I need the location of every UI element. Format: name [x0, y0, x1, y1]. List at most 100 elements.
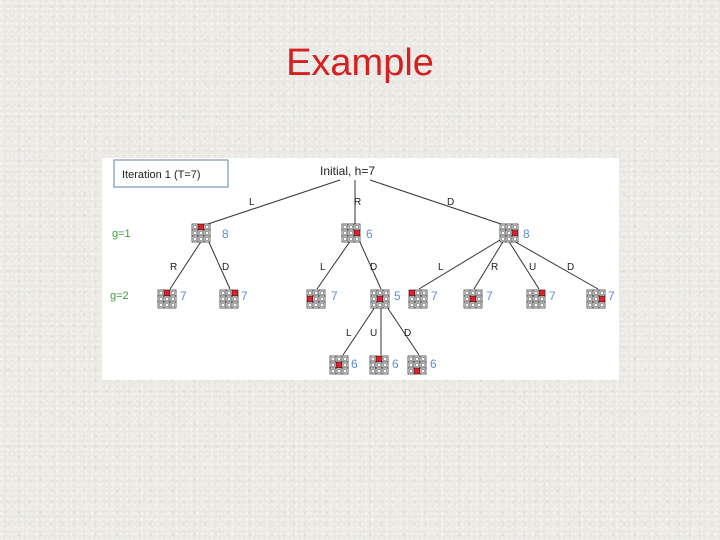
search-tree-figure: Iteration 1 (T=7) g=1 g=2 Initial, h=7 L… [102, 158, 619, 380]
puzzle-tile [347, 235, 355, 243]
tile-glyph [540, 297, 544, 301]
node-cost-n3: 8 [523, 227, 530, 241]
tile-glyph [415, 363, 419, 367]
puzzle-board-n3 [499, 223, 519, 243]
puzzle-tile [329, 355, 337, 363]
edge-e12 [342, 303, 378, 356]
tile-glyph [343, 363, 347, 367]
puzzle-tile [191, 229, 199, 237]
tile-glyph [377, 369, 381, 373]
puzzle-tile [369, 367, 377, 375]
blank-tile [197, 223, 205, 231]
puzzle-tile [347, 223, 355, 231]
edge-label-e5: D [222, 262, 229, 273]
tile-glyph [372, 291, 376, 295]
edge-labels: L R D R D L D L R U D L U D [170, 197, 574, 339]
puzzle-tile [382, 289, 390, 297]
puzzle-tile [598, 289, 606, 297]
edge-label-e13: U [370, 328, 377, 339]
level-label-2: g=2 [110, 290, 129, 302]
tile-glyph [410, 297, 414, 301]
tile-glyph [534, 297, 538, 301]
tile-glyph [600, 291, 604, 295]
search-tree-diagram: Iteration 1 (T=7) g=1 g=2 Initial, h=7 L… [110, 159, 615, 375]
puzzle-tile [463, 295, 471, 303]
tile-glyph [343, 225, 347, 229]
puzzle-tile [420, 295, 428, 303]
tile-glyph [528, 291, 532, 295]
puzzle-tile [157, 289, 165, 297]
puzzle-tile [511, 235, 519, 243]
tile-glyph [193, 237, 197, 241]
tile-glyph [349, 231, 353, 235]
puzzle-tile [353, 223, 361, 231]
edge-e7 [358, 239, 382, 290]
puzzle-tile [312, 301, 320, 309]
puzzle-tile [191, 235, 199, 243]
tile-glyph [378, 291, 382, 295]
puzzle-tile [592, 295, 600, 303]
tile-glyph [193, 225, 197, 229]
tile-glyph [513, 237, 517, 241]
tile-glyph [171, 297, 175, 301]
tile-glyph [159, 303, 163, 307]
puzzle-tile [306, 301, 314, 309]
edge-label-e11: D [567, 262, 574, 273]
puzzle-tile [419, 355, 427, 363]
puzzle-board-n9 [463, 289, 483, 309]
puzzle-tile [341, 223, 349, 231]
puzzle-tile [225, 295, 233, 303]
tile-glyph [540, 303, 544, 307]
tile-glyph [422, 303, 426, 307]
tile-glyph [421, 363, 425, 367]
edge-label-e9: R [491, 262, 498, 273]
node-cost-n4: 7 [180, 289, 187, 303]
puzzle-tile [381, 367, 389, 375]
tile-glyph [165, 303, 169, 307]
puzzle-tile [197, 229, 205, 237]
tile-glyph [233, 303, 237, 307]
tile-glyph [409, 357, 413, 361]
puzzle-tile [231, 295, 239, 303]
puzzle-tile [341, 355, 349, 363]
tile-glyph [331, 363, 335, 367]
puzzle-tile [329, 367, 337, 375]
puzzle-tile [505, 223, 513, 231]
puzzle-board-n2 [341, 223, 361, 243]
puzzle-board-n8 [408, 289, 428, 309]
edge-e4 [169, 239, 203, 290]
tile-glyph [513, 225, 517, 229]
blank-tile [353, 229, 361, 237]
tile-glyph [205, 225, 209, 229]
puzzle-tile [203, 229, 211, 237]
blank-tile [231, 289, 239, 297]
tile-glyph [314, 297, 318, 301]
edge-e8 [418, 239, 501, 290]
edge-label-e4: R [170, 262, 177, 273]
tile-glyph [165, 297, 169, 301]
puzzle-tile [370, 301, 378, 309]
tile-glyph [528, 303, 532, 307]
tile-glyph [314, 303, 318, 307]
puzzle-tile [191, 223, 199, 231]
blank-tile [335, 361, 343, 369]
puzzle-tile [420, 301, 428, 309]
tile-glyph [384, 291, 388, 295]
puzzle-tile [318, 301, 326, 309]
puzzle-tile [505, 235, 513, 243]
puzzle-board-n10 [526, 289, 546, 309]
puzzle-tile [382, 301, 390, 309]
blank-tile [375, 355, 383, 363]
puzzle-tile [225, 289, 233, 297]
puzzle-tile [329, 361, 337, 369]
puzzle-tile [526, 301, 534, 309]
puzzle-tile [419, 367, 427, 375]
tile-glyph [471, 291, 475, 295]
node-cost-n2: 6 [366, 227, 373, 241]
puzzle-tile [203, 235, 211, 243]
puzzle-tile [163, 295, 171, 303]
puzzle-tile [419, 361, 427, 369]
edge-e14 [384, 303, 420, 356]
puzzle-tile [375, 367, 383, 375]
tile-glyph [383, 369, 387, 373]
